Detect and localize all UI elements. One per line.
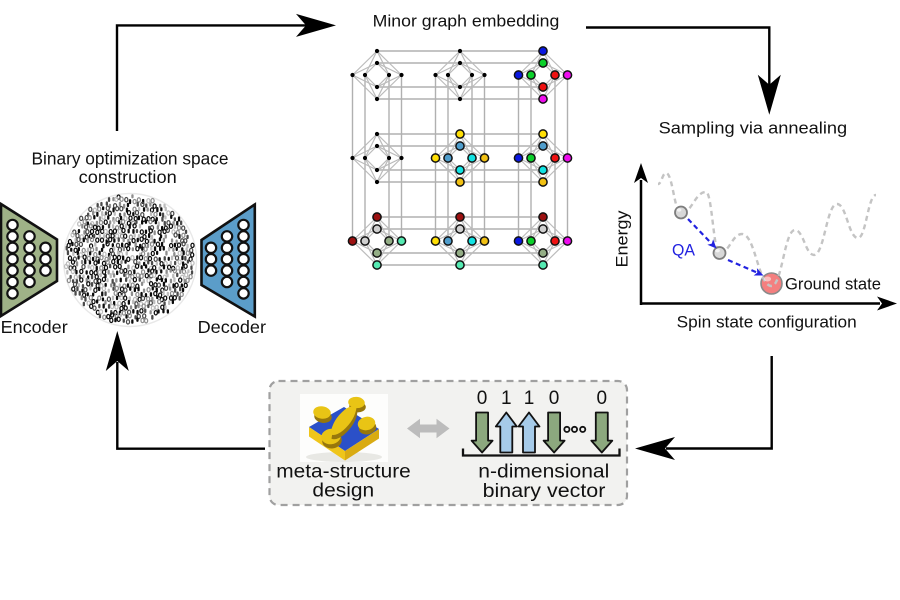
svg-text:Binary optimization space: Binary optimization space bbox=[32, 149, 229, 169]
svg-text:Encoder: Encoder bbox=[1, 317, 68, 337]
svg-text:binary vector: binary vector bbox=[483, 481, 607, 502]
svg-text:construction: construction bbox=[79, 167, 177, 187]
svg-text:Decoder: Decoder bbox=[198, 317, 267, 337]
svg-text:0: 0 bbox=[477, 388, 488, 409]
svg-text:design: design bbox=[312, 480, 374, 501]
svg-text:Sampling via annealing: Sampling via annealing bbox=[659, 119, 848, 138]
svg-text:1: 1 bbox=[501, 388, 512, 409]
svg-text:n-dimensional: n-dimensional bbox=[478, 461, 609, 482]
svg-text:QA: QA bbox=[672, 240, 696, 259]
svg-text:0: 0 bbox=[549, 388, 560, 409]
svg-text:Minor graph embedding: Minor graph embedding bbox=[373, 12, 560, 31]
svg-text:Energy: Energy bbox=[612, 210, 631, 268]
svg-text:0: 0 bbox=[597, 388, 608, 409]
svg-text:meta-structure: meta-structure bbox=[276, 462, 411, 483]
svg-text:Ground state: Ground state bbox=[785, 275, 881, 294]
svg-text:1: 1 bbox=[524, 388, 535, 409]
svg-text:Spin state configuration: Spin state configuration bbox=[677, 313, 857, 332]
